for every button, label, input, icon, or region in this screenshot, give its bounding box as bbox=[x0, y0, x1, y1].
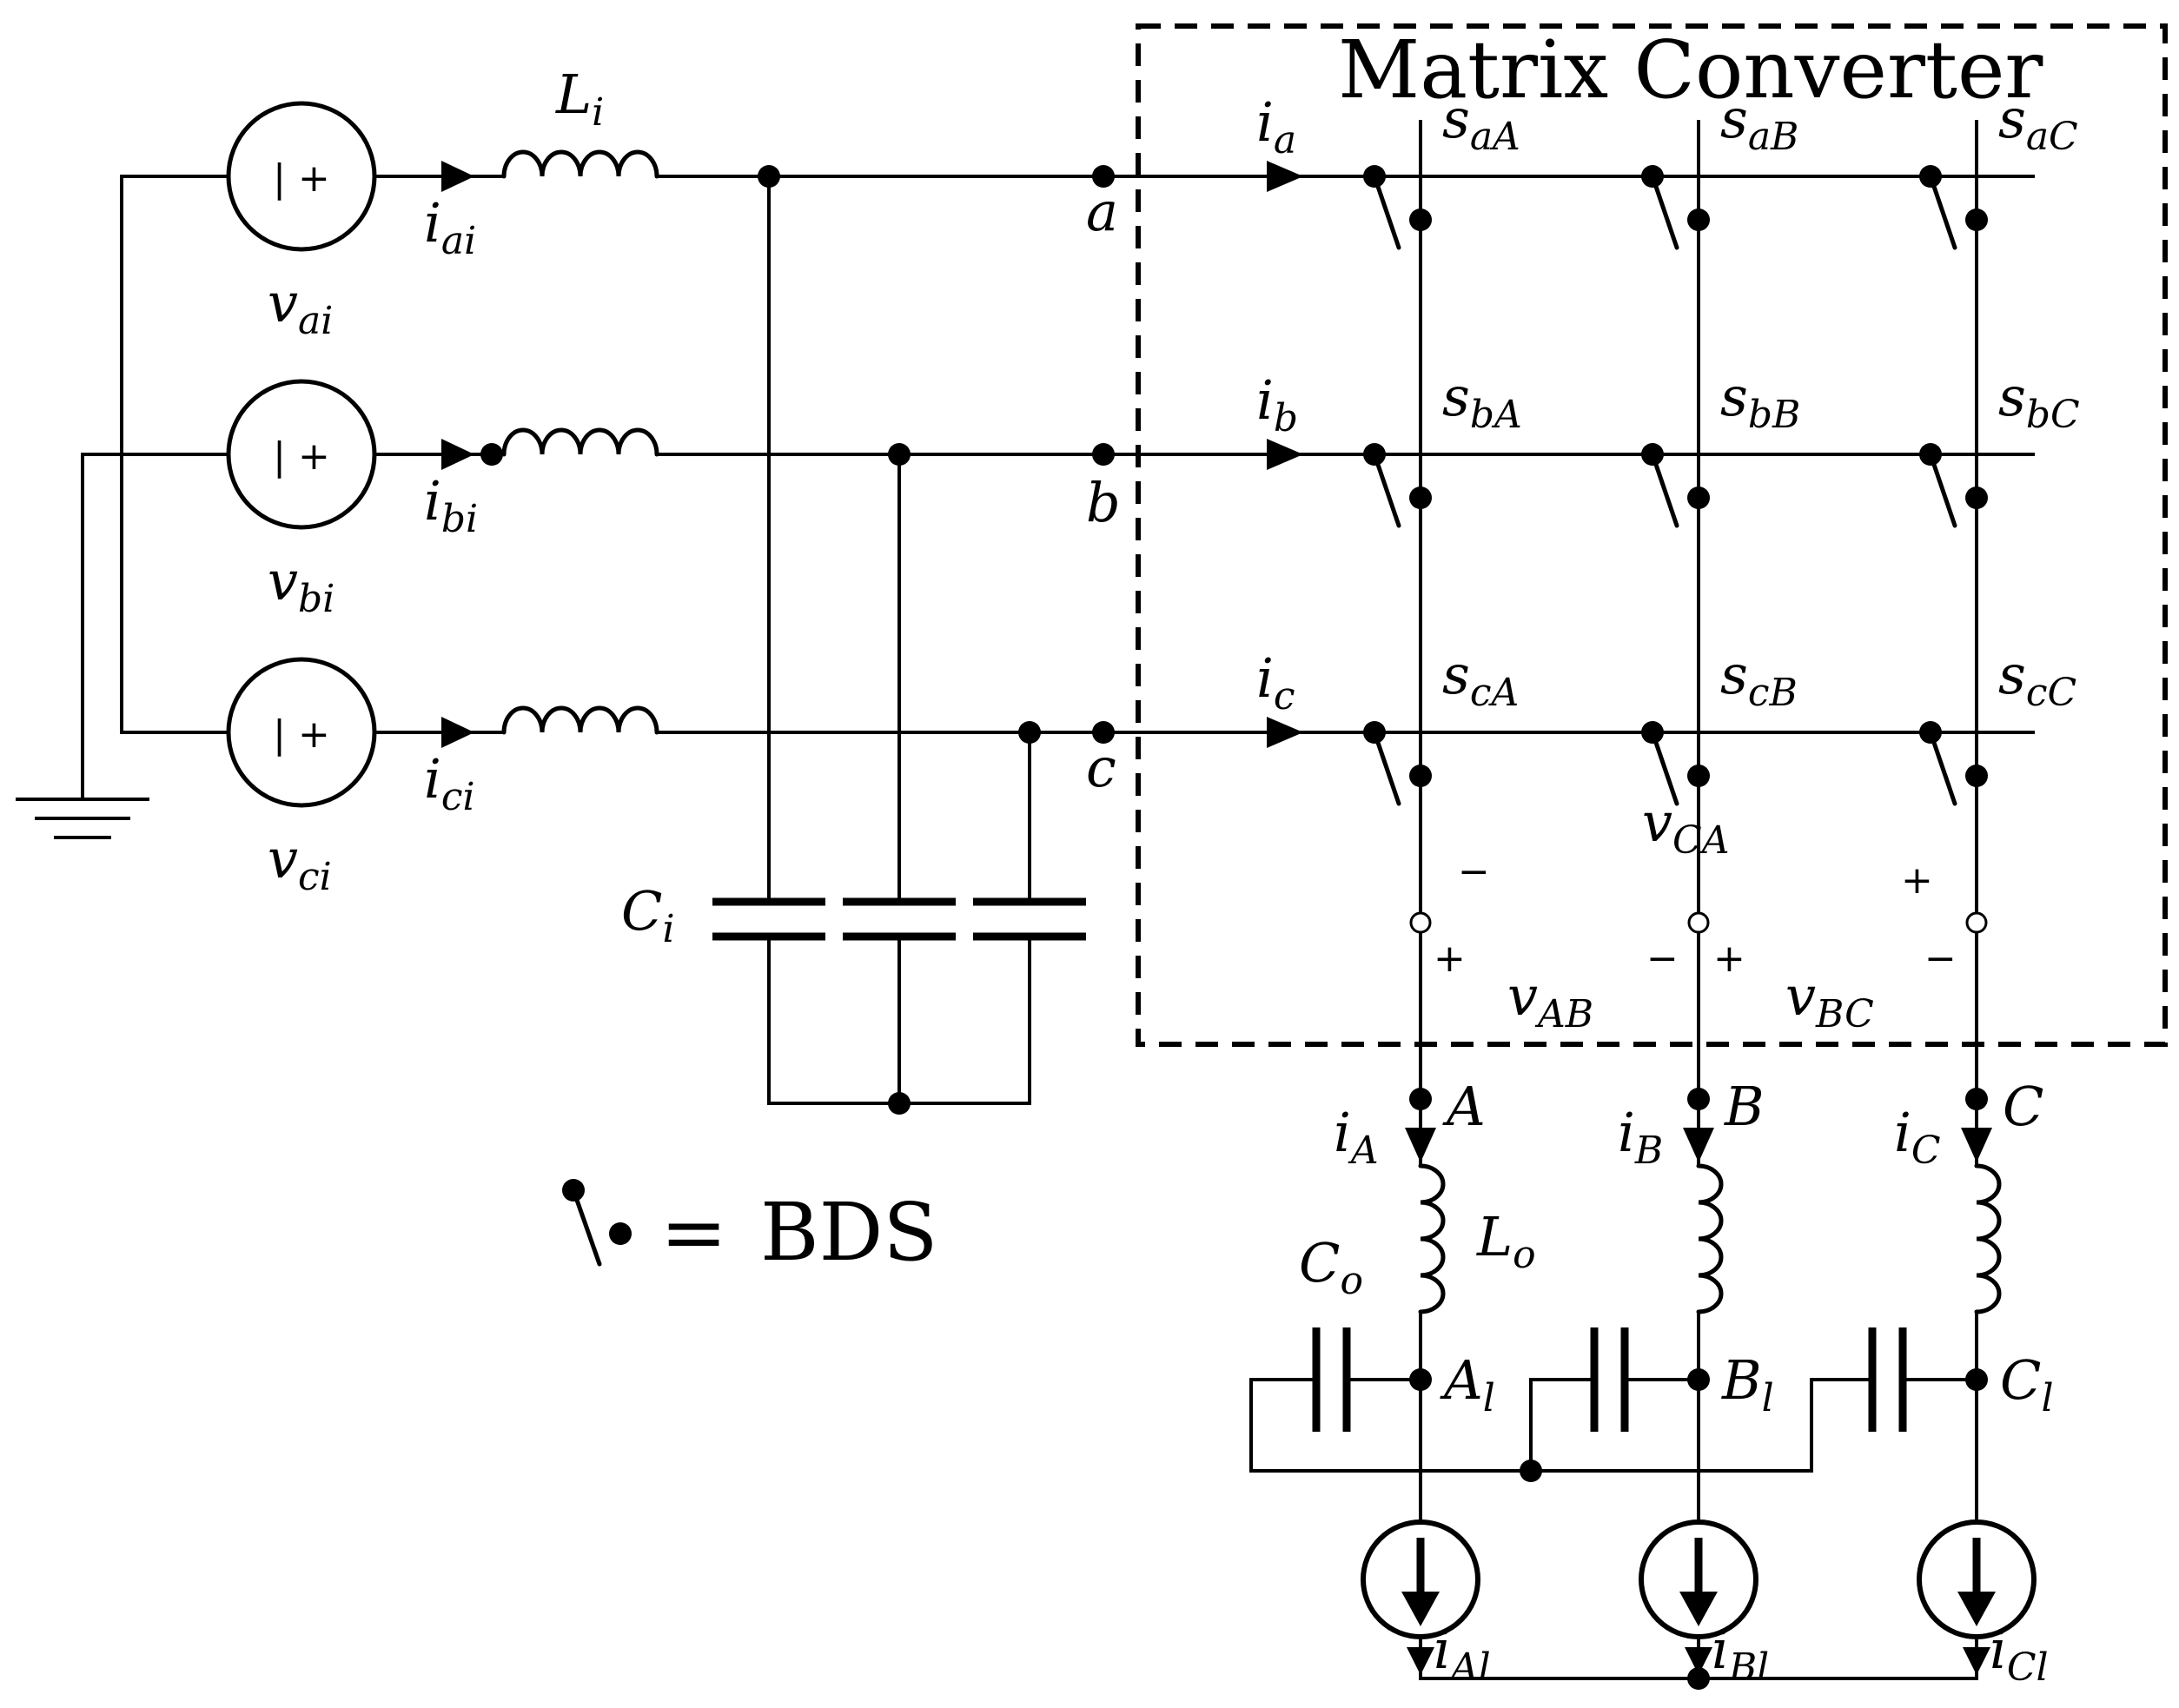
label-sbA: sbA bbox=[1442, 365, 1522, 437]
node-A: A bbox=[1442, 1075, 1486, 1138]
node-Al: Al bbox=[1440, 1348, 1495, 1420]
sign-ab-minus: − bbox=[1458, 850, 1490, 894]
label-vAB: vAB bbox=[1507, 964, 1593, 1036]
bds-legend: = BDS bbox=[562, 1179, 937, 1279]
matrix-converter-title: Matrix Converter bbox=[1338, 23, 2043, 116]
label-ib: ib bbox=[1256, 368, 1298, 440]
label-Lo: Lo bbox=[1476, 1205, 1536, 1277]
node-C: C bbox=[2003, 1075, 2043, 1138]
sign-ca-plus: + bbox=[1901, 858, 1933, 903]
label-saB: saB bbox=[1720, 87, 1798, 159]
node-Bl: Bl bbox=[1721, 1348, 1774, 1420]
label-sbB: sbB bbox=[1720, 365, 1800, 437]
sign-bc-plus: + bbox=[1713, 937, 1745, 981]
input-wires bbox=[373, 175, 506, 734]
label-saA: saA bbox=[1442, 87, 1520, 159]
node-b: b bbox=[1086, 471, 1121, 534]
label-ibi: ibi bbox=[424, 469, 478, 541]
input-inductors bbox=[501, 149, 659, 735]
label-saC: saC bbox=[1998, 87, 2078, 159]
svg-text:| +: | + bbox=[273, 434, 330, 479]
ground-icon bbox=[16, 798, 149, 839]
label-iA: iA bbox=[1334, 1101, 1379, 1173]
input-nodes bbox=[1092, 165, 1115, 744]
label-vai: vai bbox=[268, 271, 333, 343]
label-iC: iC bbox=[1894, 1101, 1941, 1173]
load-current-sources bbox=[1361, 1519, 2037, 1690]
label-scC: scC bbox=[1998, 643, 2076, 715]
matrix-converter-box bbox=[1136, 23, 2168, 1047]
label-ic: ic bbox=[1256, 646, 1295, 718]
label-iCl: iCl bbox=[1990, 1618, 2049, 1690]
sign-ab-minus2: − bbox=[1646, 937, 1679, 981]
bds-legend-text: BDS bbox=[760, 1186, 937, 1279]
label-iAl: iAl bbox=[1434, 1618, 1491, 1690]
node-c: c bbox=[1086, 736, 1116, 799]
phase-lines bbox=[655, 175, 2035, 734]
input-current-arrows bbox=[441, 161, 474, 748]
sign-ab-plus: + bbox=[1434, 937, 1466, 981]
node-B: B bbox=[1724, 1075, 1765, 1138]
input-capacitor-bank bbox=[712, 165, 1086, 1115]
label-Co: Co bbox=[1299, 1231, 1363, 1303]
label-sbC: sbC bbox=[1998, 365, 2080, 437]
label-ici: ici bbox=[424, 747, 475, 819]
label-iai: iai bbox=[424, 191, 476, 263]
label-Ci: Ci bbox=[621, 879, 675, 951]
output-inductors bbox=[1418, 1163, 2002, 1524]
node-a: a bbox=[1086, 180, 1118, 243]
output-nodes bbox=[1405, 1088, 1992, 1168]
svg-text:| +: | + bbox=[273, 712, 330, 757]
sign-bc-minus: − bbox=[1924, 937, 1957, 981]
bds-switches bbox=[1363, 165, 1988, 806]
label-iB: iB bbox=[1618, 1101, 1663, 1173]
output-buses bbox=[1419, 120, 1978, 1101]
label-vbi: vbi bbox=[268, 549, 334, 621]
bds-legend-eq: = bbox=[660, 1186, 727, 1279]
source-c: | + bbox=[226, 657, 377, 808]
svg-text:| +: | + bbox=[273, 156, 330, 201]
source-b: | + bbox=[226, 379, 377, 530]
node-Cl: Cl bbox=[2000, 1348, 2054, 1420]
label-Li: Li bbox=[555, 63, 604, 135]
output-terminals bbox=[1409, 911, 1988, 934]
label-vCA: vCA bbox=[1642, 791, 1729, 863]
output-capacitors bbox=[1249, 1327, 1978, 1482]
label-vci: vci bbox=[268, 827, 332, 899]
label-vBC: vBC bbox=[1785, 964, 1874, 1036]
matrix-current-arrows bbox=[1267, 161, 1303, 748]
source-a: | + bbox=[226, 101, 377, 252]
label-scA: scA bbox=[1442, 643, 1519, 715]
ground-and-rails bbox=[16, 175, 230, 839]
label-scB: scB bbox=[1720, 643, 1798, 715]
label-ia: ia bbox=[1256, 90, 1296, 162]
label-iBl: iBl bbox=[1712, 1618, 1769, 1690]
